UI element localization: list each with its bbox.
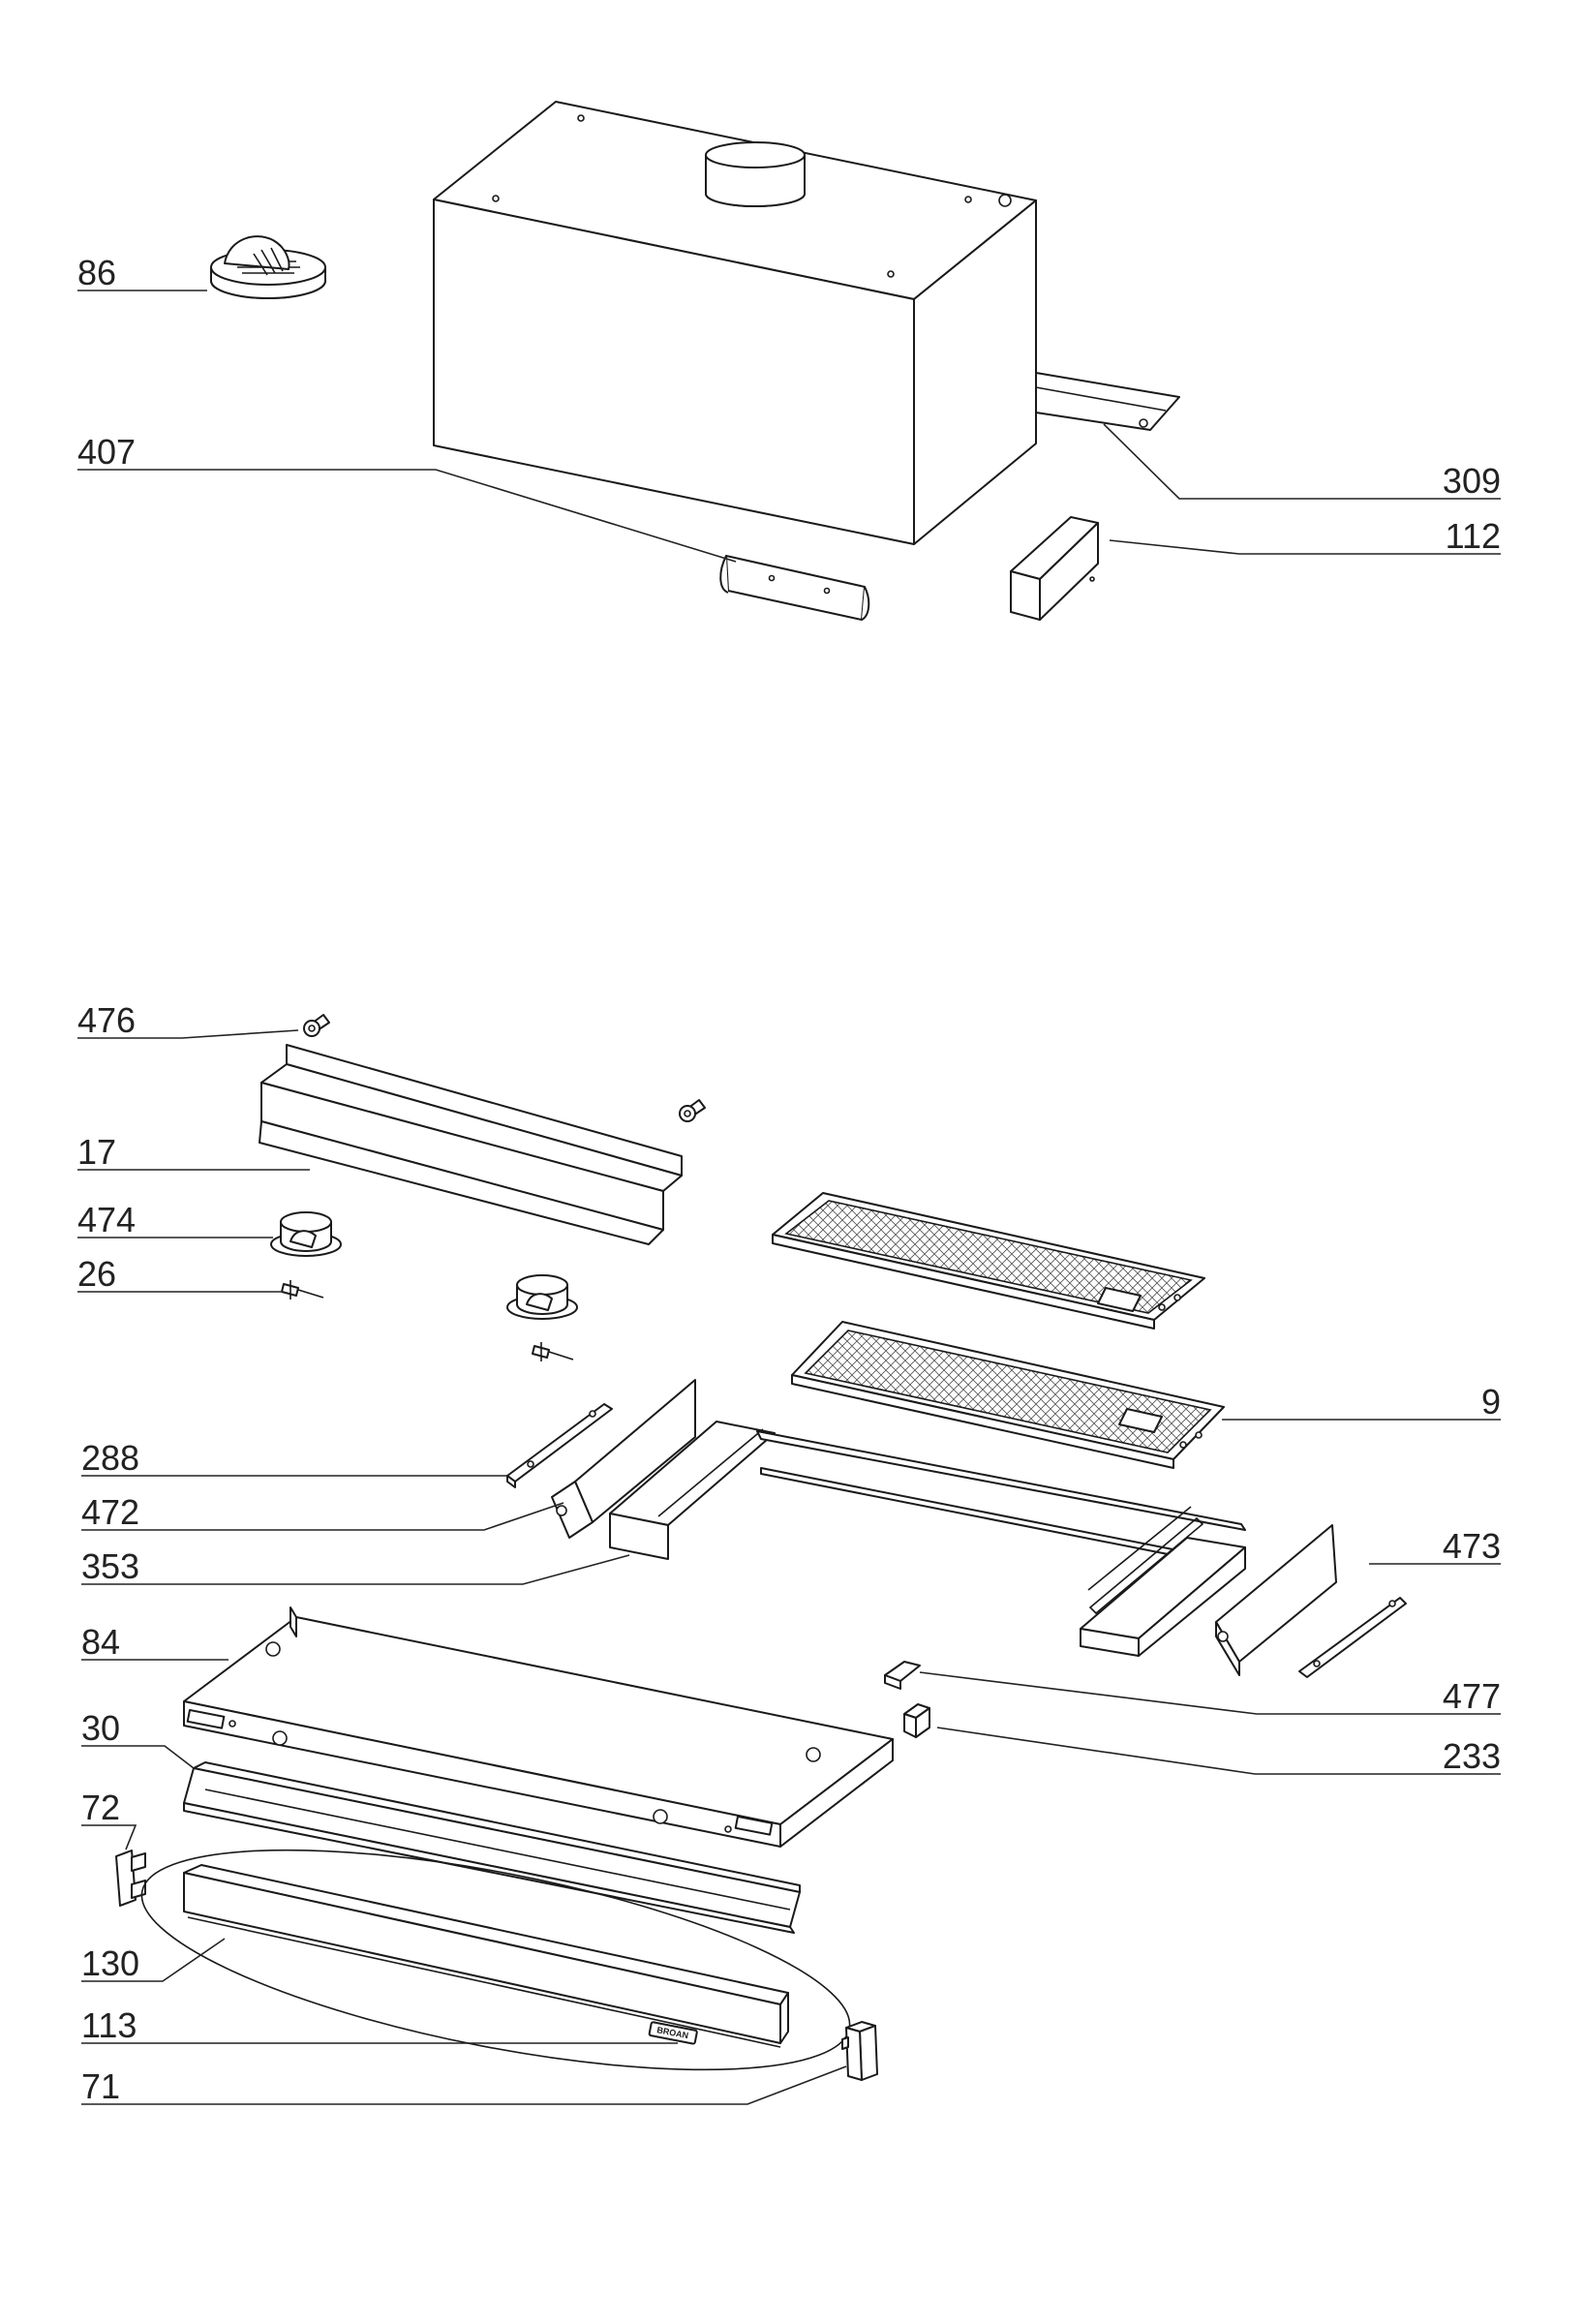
- part-9-filter-upper: [772, 1192, 1205, 1330]
- part-17-channel: [259, 1044, 683, 1245]
- label-84: 84: [81, 1622, 120, 1662]
- part-112-block: [1010, 516, 1099, 621]
- part-474-lamp-holder: [270, 1211, 342, 1257]
- part-476-anchor: [303, 1014, 330, 1037]
- label-130: 130: [81, 1943, 139, 1983]
- label-26: 26: [77, 1254, 116, 1294]
- part-309-bracket: [1035, 372, 1180, 431]
- label-17: 17: [77, 1132, 116, 1172]
- label-86: 86: [77, 253, 116, 292]
- label-288: 288: [81, 1438, 139, 1478]
- label-353: 353: [81, 1546, 139, 1586]
- label-113: 113: [81, 2005, 137, 2045]
- hood-body: [433, 101, 1037, 545]
- label-472: 472: [81, 1492, 139, 1532]
- label-233: 233: [1443, 1736, 1501, 1776]
- label-473: 473: [1443, 1526, 1501, 1566]
- part-407-bracket: [719, 555, 870, 621]
- part-26-bulb: [281, 1280, 324, 1300]
- leader-lines: [77, 290, 1501, 2105]
- part-113-brand-plate: BROAN: [648, 2021, 698, 2045]
- label-30: 30: [81, 1708, 120, 1748]
- part-72-end-cap: [115, 1850, 146, 1907]
- part-71-end-cap: [841, 2021, 878, 2081]
- label-71: 71: [81, 2066, 120, 2106]
- part-number-labels: 86 407 309 112 476 17 474 26 9 288 472 3…: [77, 253, 1501, 2106]
- part-233-clip: [903, 1703, 930, 1738]
- part-353-frame: [609, 1421, 1246, 1657]
- part-473-side-bracket: [1215, 1524, 1337, 1676]
- label-309: 309: [1443, 461, 1501, 501]
- label-407: 407: [77, 432, 136, 472]
- part-26-bulb-2: [532, 1342, 574, 1361]
- label-112: 112: [1446, 516, 1501, 556]
- part-30-channel: [183, 1761, 801, 1934]
- part-477-clip: [884, 1661, 921, 1690]
- part-130-front-panel: [140, 1849, 851, 2071]
- part-288-rail-2: [1298, 1597, 1407, 1678]
- part-472-side-bracket: [551, 1379, 696, 1539]
- label-474: 474: [77, 1200, 136, 1239]
- label-9: 9: [1481, 1382, 1501, 1422]
- part-476-anchor-2: [679, 1099, 706, 1122]
- part-474-lamp-holder-2: [506, 1274, 578, 1320]
- label-477: 477: [1443, 1676, 1501, 1716]
- label-476: 476: [77, 1000, 136, 1040]
- part-9-filter-lower: [791, 1321, 1225, 1469]
- part-84-tray: [183, 1606, 894, 1848]
- part-288-rail: [506, 1403, 613, 1488]
- part-86-damper: [210, 235, 326, 299]
- label-72: 72: [81, 1788, 120, 1827]
